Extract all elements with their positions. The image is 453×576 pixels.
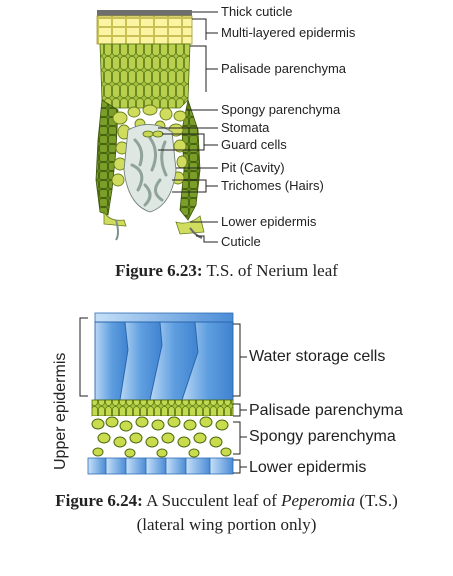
water-storage-cells: [94, 321, 234, 401]
label-cuticle: Cuticle: [221, 234, 261, 249]
label-spongy-parenchyma: Spongy parenchyma: [221, 102, 341, 117]
figure2-caption-mid: A Succulent leaf of: [142, 491, 282, 510]
figure1-caption: Figure 6.23: T.S. of Nerium leaf: [0, 260, 453, 282]
label-multilayered-epidermis: Multi-layered epidermis: [221, 25, 356, 40]
label-spongy-parenchyma-2: Spongy parenchyma: [249, 428, 396, 445]
peperomia-leaf-section: [87, 312, 234, 475]
label-water-storage-cells: Water storage cells: [249, 348, 386, 365]
figure2-caption-line2: (lateral wing portion only): [136, 515, 317, 534]
upper-epidermis-row: [94, 312, 234, 323]
label-lower-epidermis-2: Lower epidermis: [249, 459, 367, 476]
thick-cuticle-layer: [97, 10, 192, 16]
label-thick-cuticle: Thick cuticle: [221, 4, 293, 19]
palisade-layer: [99, 43, 191, 109]
cuticle-edge: [189, 227, 203, 239]
lower-epidermis-right: [175, 215, 205, 235]
spongy-row: [91, 416, 233, 458]
figure2-caption-italic: Peperomia: [281, 491, 356, 510]
label-upper-epidermis: Upper epidermis: [52, 352, 69, 470]
guard-cell-left: [142, 130, 154, 138]
figure1-caption-text: T.S. of Nerium leaf: [202, 261, 338, 280]
trichome-tail-left: [115, 219, 119, 241]
label-trichomes: Trichomes (Hairs): [221, 178, 324, 193]
nerium-leaf-section: [95, 10, 205, 241]
guard-cell-right: [152, 130, 164, 138]
lower-epidermis-row: [87, 457, 234, 475]
figure2-caption: Figure 6.24: A Succulent leaf of Peperom…: [0, 490, 453, 512]
figure2-leaders: [79, 317, 247, 474]
label-stomata: Stomata: [221, 120, 270, 135]
label-palisade-parenchyma-2: Palisade parenchyma: [249, 402, 403, 419]
label-pit-cavity: Pit (Cavity): [221, 160, 285, 175]
label-guard-cells: Guard cells: [221, 137, 287, 152]
label-lower-epidermis: Lower epidermis: [221, 214, 317, 229]
palisade-row: [91, 399, 234, 417]
figure1-caption-prefix: Figure 6.23:: [115, 261, 203, 280]
label-palisade-parenchyma: Palisade parenchyma: [221, 61, 347, 76]
figure2-caption-prefix: Figure 6.24:: [55, 491, 143, 510]
figure1-leaders: [158, 11, 218, 243]
trichomes: [130, 136, 168, 207]
multilayered-epidermis-layer: [96, 15, 193, 45]
figure2-caption-end: (T.S.): [355, 491, 398, 510]
